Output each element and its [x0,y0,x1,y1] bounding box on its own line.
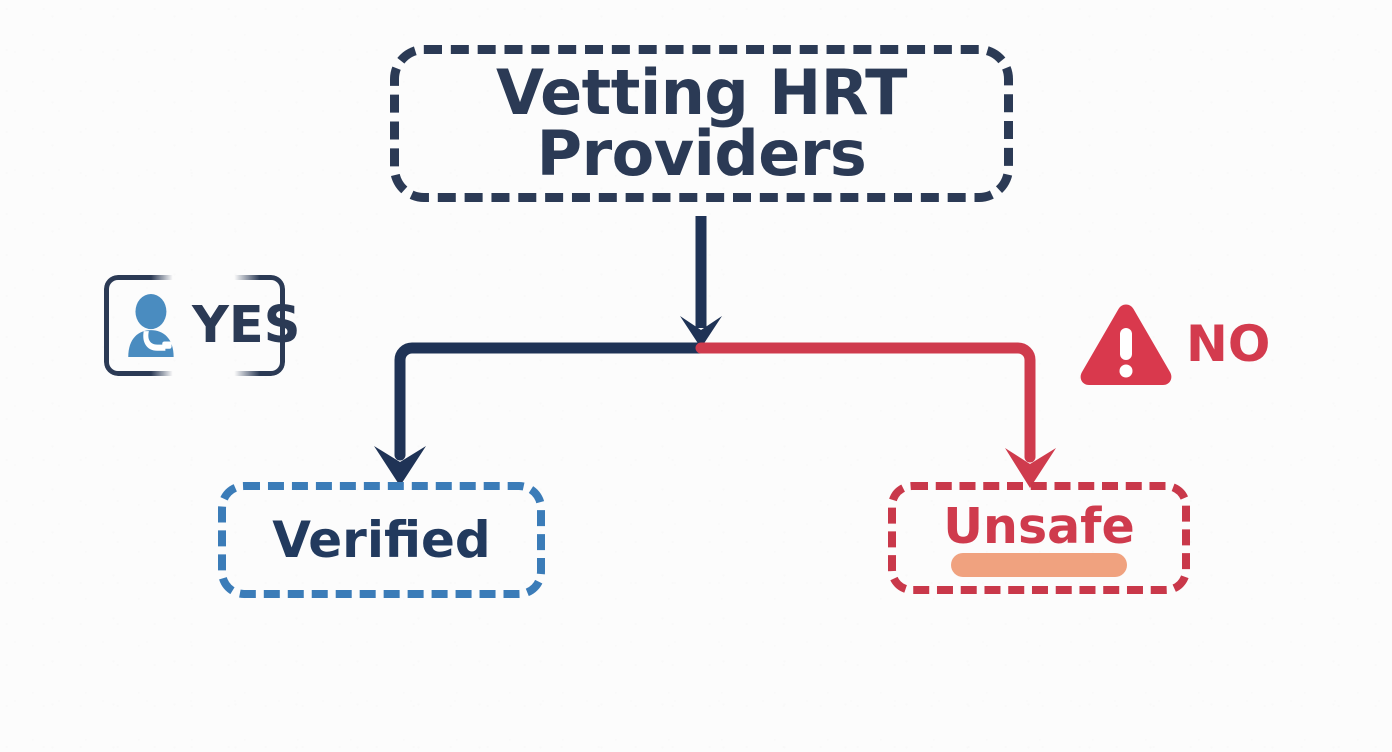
yes-badge-frame[interactable] [104,275,285,376]
unsafe-highlight-bar [951,552,1127,577]
warning-triangle-icon [1080,304,1172,385]
unsafe-node-content: Unsafe [888,482,1190,594]
yes-label: YES [192,296,301,355]
person-doctor-icon [128,293,174,357]
yes-badge[interactable]: YES [104,275,334,376]
unsafe-node[interactable] [888,482,1190,594]
verified-label: Verified [272,511,491,569]
unsafe-label: Unsafe [943,497,1135,555]
no-label: NO [1186,315,1271,373]
no-badge[interactable]: NO [1078,296,1278,392]
verified-node[interactable]: Verified [218,482,545,598]
title-node[interactable] [390,45,1013,202]
